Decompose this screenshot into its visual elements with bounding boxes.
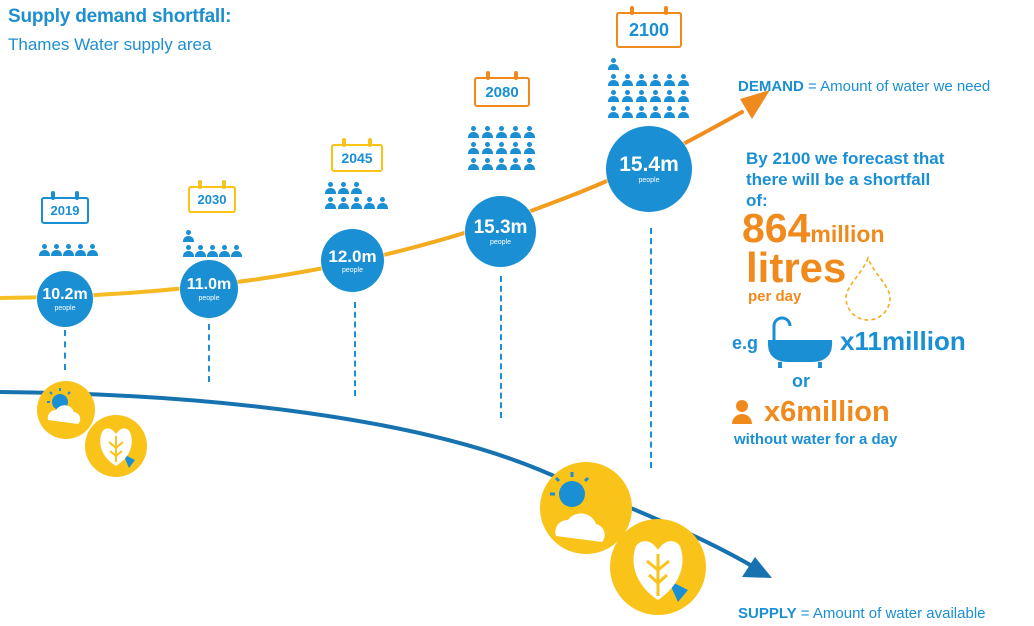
people-note: without water for a day: [734, 431, 898, 448]
people-group-icon-2045: [325, 182, 390, 210]
page-subtitle: Thames Water supply area: [8, 35, 212, 54]
supply-arrowhead: [742, 557, 772, 578]
bath-count: x11million: [840, 326, 966, 356]
water-drop-icon: [845, 255, 891, 321]
people-group-icon-2100: [608, 58, 692, 119]
shortfall-unit: litres: [746, 244, 847, 291]
connector-2100: [650, 228, 652, 468]
population-unit: people: [489, 238, 512, 246]
connector-2019: [64, 330, 66, 370]
people-group-icon-2019: [39, 244, 99, 257]
calendar-icon-2030: 2030: [188, 180, 236, 213]
supply-label-definition: = Amount of water available: [796, 605, 986, 622]
population-unit: people: [638, 177, 660, 184]
connector-2030: [208, 324, 210, 382]
shortfall-amount: 864million: [742, 205, 885, 252]
population-node-2045: 12.0m people: [321, 229, 384, 292]
population-unit: people: [54, 304, 76, 312]
people-group-icon-2080: [468, 126, 538, 171]
demand-arrowhead: [740, 90, 770, 119]
population-unit: people: [198, 294, 220, 302]
bathtub-icon: [768, 316, 832, 368]
calendar-icon-2100: 2100: [616, 6, 682, 50]
weather-small-icon: [37, 381, 95, 439]
demand-label-definition: = Amount of water we need: [803, 78, 991, 95]
demand-label: DEMAND = Amount of water we need: [738, 78, 990, 95]
supply-label: SUPPLY = Amount of water available: [738, 605, 986, 622]
page-title: Supply demand shortfall:: [8, 6, 232, 27]
leaf-small-icon: [85, 415, 147, 477]
population-value: 12.0m: [328, 246, 377, 266]
supply-label-term: SUPPLY: [738, 605, 797, 622]
or-label: or: [792, 371, 810, 391]
shortfall-number: 864: [742, 205, 811, 251]
population-value: 15.4m: [619, 153, 679, 176]
connector-2045: [354, 302, 356, 396]
population-node-2019: 10.2m people: [37, 271, 93, 327]
weather-large-icon: [540, 462, 632, 554]
population-value: 10.2m: [42, 285, 88, 303]
population-value: 11.0m: [186, 275, 232, 293]
connector-2080: [500, 276, 502, 418]
population-node-2030: 11.0m people: [180, 260, 238, 318]
person-icon: [732, 400, 752, 424]
population-value: 15.3m: [473, 216, 528, 238]
forecast-intro: By 2100 we forecast that there will be a…: [746, 149, 945, 210]
calendar-icon-2045: 2045: [331, 138, 383, 172]
leaf-large-icon: [610, 519, 706, 615]
people-group-icon-2030: [183, 230, 243, 258]
example-label: e.g: [732, 333, 759, 353]
calendar-icon-2019: 2019: [41, 191, 89, 224]
demand-label-term: DEMAND: [738, 78, 804, 95]
population-node-2100: 15.4m people: [606, 126, 692, 212]
population-unit: people: [341, 266, 364, 274]
shortfall-number-unit: million: [810, 221, 885, 247]
calendar-icon-2080: 2080: [474, 71, 530, 108]
population-node-2080: 15.3m people: [465, 196, 536, 267]
people-count: x6million: [764, 396, 890, 428]
shortfall-per-day: per day: [748, 288, 802, 305]
